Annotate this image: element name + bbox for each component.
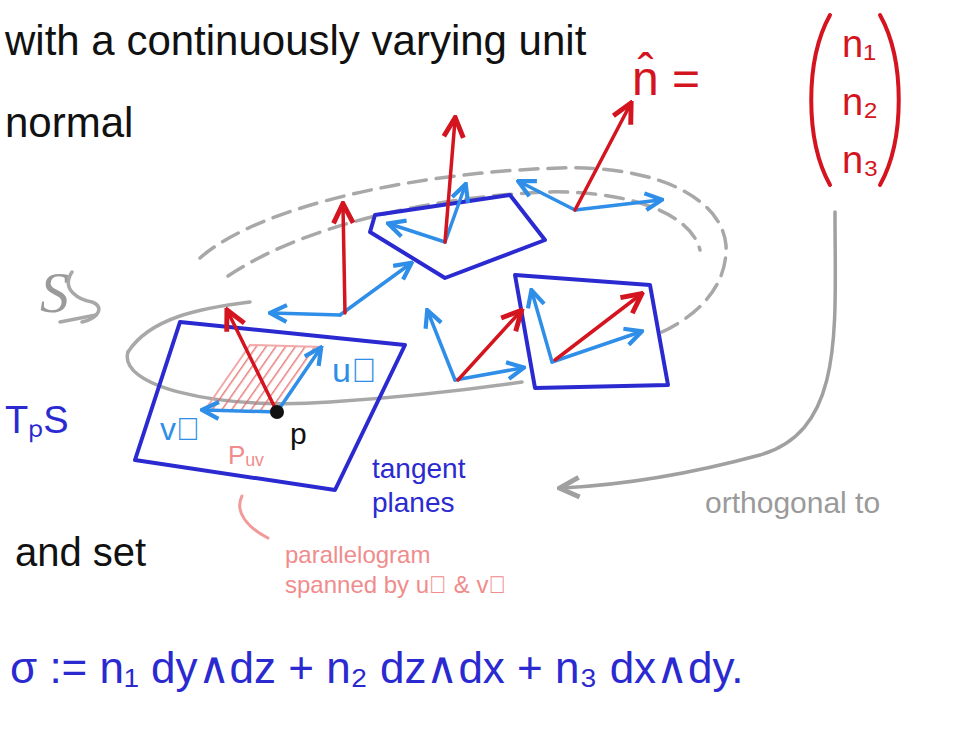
tangent-plane-note: tangent planes: [372, 452, 497, 520]
vector-bracket: [880, 15, 899, 185]
leader-line: [240, 496, 268, 538]
parallelogram-label: Pᵤᵥ: [228, 440, 264, 471]
normal-vector: [555, 295, 640, 360]
leader-arrow: [562, 212, 835, 488]
point-label: p: [290, 416, 307, 452]
tangent-vector: [532, 292, 552, 362]
annotation-note: parallelogram spanned by u⃗ & v⃗: [285, 540, 520, 600]
formula: σ := n₁ dy∧dz + n₂ dz∧dx + n₃ dx∧dy.: [10, 642, 744, 695]
tangent-plane: [515, 275, 668, 388]
normal-vector: [228, 312, 277, 412]
tangent-vector: [575, 200, 660, 210]
tangent-vector: [272, 313, 340, 315]
normal-vector: [458, 312, 520, 380]
tangent-vector: [552, 332, 640, 362]
vector-component: n₁: [842, 22, 876, 68]
normal-vector: [575, 105, 630, 210]
surface-outline: [228, 192, 700, 276]
tangent-plane: [135, 322, 405, 490]
surface-label: S: [40, 258, 69, 328]
normal-vector: [343, 206, 345, 313]
surface-outline: [200, 168, 726, 332]
heading-note: with a continuously varying unit normal: [5, 0, 645, 164]
normal-vector: [445, 120, 455, 242]
parallelogram: [205, 345, 322, 412]
tangent-vector: [390, 224, 445, 242]
point-dot: [270, 405, 284, 419]
tangent-vector: [204, 410, 277, 412]
tangent-vector: [520, 182, 575, 210]
normal-label: n̂ =: [632, 50, 700, 108]
body-note: and set: [15, 528, 146, 576]
vector-label: v⃗: [160, 410, 200, 448]
tangent-vector: [428, 312, 455, 380]
vector-label: u⃗: [332, 350, 376, 391]
vector-component: n₂: [842, 80, 878, 126]
tangent-vector: [277, 349, 320, 412]
tangent-vector: [340, 264, 410, 315]
vector-bracket: [811, 15, 830, 185]
surface-outline: [127, 352, 522, 404]
annotation-note: orthogonal to: [705, 485, 880, 521]
vector-component: n₃: [842, 138, 879, 184]
tangent-plane-label: TₚS: [5, 398, 69, 444]
